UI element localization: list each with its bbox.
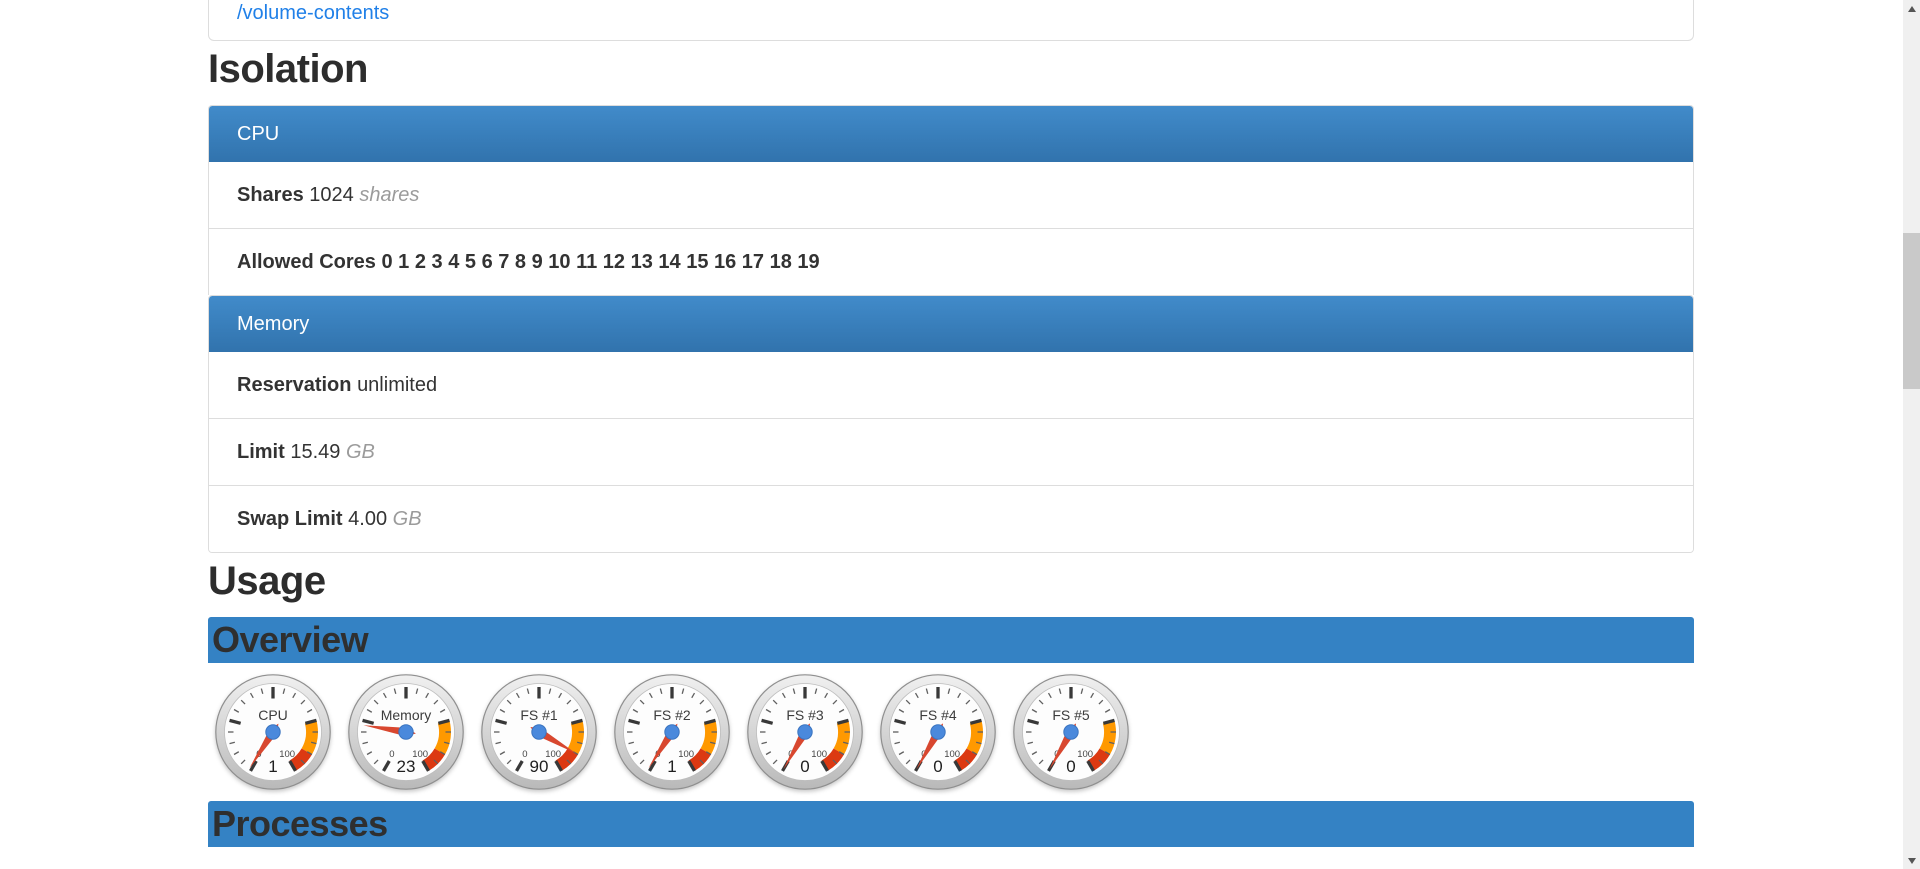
property-label: Limit: [237, 441, 285, 463]
property-label: Shares: [237, 184, 304, 206]
property-value: 1024: [309, 184, 354, 206]
property-unit: shares: [359, 184, 420, 206]
svg-text:0: 0: [933, 757, 942, 776]
svg-text:Memory: Memory: [381, 707, 432, 723]
svg-text:FS #2: FS #2: [653, 707, 691, 723]
processes-section-bar: Processes: [208, 801, 1694, 847]
svg-text:90: 90: [530, 757, 549, 776]
svg-text:1: 1: [667, 757, 676, 776]
scrollbar[interactable]: [1903, 0, 1920, 869]
overview-title: Overview: [212, 619, 369, 660]
property-value: 15.49: [290, 441, 341, 463]
panel-heading-memory: Memory: [209, 296, 1693, 352]
property-label: Allowed Cores: [237, 251, 376, 273]
gauge-memory: 0 100 Memory 23: [346, 672, 466, 792]
property-unit: GB: [392, 508, 422, 530]
overview-section-bar: Overview: [208, 617, 1694, 663]
property-row: Reservation unlimited: [209, 352, 1693, 418]
property-row: Swap Limit 4.00 GB: [209, 485, 1693, 552]
property-row: Shares 1024 shares: [209, 162, 1693, 228]
isolation-heading: Isolation: [208, 47, 368, 91]
gauges-row: 0100CPU10100Memory230100FS #1900100FS #2…: [208, 663, 1694, 801]
volumes-panel-fragment: /volume-contents: [208, 0, 1694, 41]
property-value: unlimited: [357, 374, 438, 396]
svg-text:FS #3: FS #3: [786, 707, 824, 723]
svg-text:100: 100: [545, 749, 561, 760]
property-value: 0 1 2 3 4 5 6 7 8 9 10 11 12 13 14 15 16…: [381, 251, 820, 273]
volume-contents-link[interactable]: /volume-contents: [237, 2, 390, 24]
scroll-up-icon: [1907, 5, 1916, 12]
svg-text:FS #1: FS #1: [520, 707, 558, 723]
property-label: Reservation: [237, 374, 352, 396]
property-value: 4.00: [348, 508, 388, 530]
svg-text:100: 100: [279, 749, 295, 760]
svg-text:100: 100: [944, 749, 960, 760]
usage-panel: Overview 0100CPU10100Memory230100FS #190…: [208, 617, 1694, 847]
svg-text:100: 100: [811, 749, 827, 760]
panel-heading-cpu: CPU: [209, 106, 1693, 162]
processes-title: Processes: [212, 803, 388, 844]
svg-text:0: 0: [389, 749, 394, 760]
svg-text:0: 0: [1066, 757, 1075, 776]
gauge-fs-1: 0 100 FS #1 90: [479, 672, 599, 792]
property-row: Limit 15.49 GB: [209, 418, 1693, 485]
scroll-down-button[interactable]: [1903, 852, 1920, 869]
scroll-down-icon: [1907, 857, 1916, 864]
svg-text:100: 100: [1077, 749, 1093, 760]
scroll-up-button[interactable]: [1903, 0, 1920, 17]
svg-text:100: 100: [678, 749, 694, 760]
svg-text:0: 0: [522, 749, 527, 760]
svg-text:CPU: CPU: [258, 707, 288, 723]
property-row: Allowed Cores 0 1 2 3 4 5 6 7 8 9 10 11 …: [209, 228, 1693, 295]
svg-text:100: 100: [412, 749, 428, 760]
svg-text:1: 1: [268, 757, 277, 776]
svg-text:0: 0: [800, 757, 809, 776]
property-unit: GB: [345, 441, 375, 463]
scrollbar-thumb[interactable]: [1903, 233, 1920, 389]
svg-text:FS #4: FS #4: [919, 707, 957, 723]
svg-text:FS #5: FS #5: [1052, 707, 1090, 723]
svg-text:23: 23: [397, 757, 416, 776]
usage-heading: Usage: [208, 559, 326, 603]
gauge-cpu: 0100CPU1: [213, 672, 333, 792]
property-label: Swap Limit: [237, 508, 343, 530]
